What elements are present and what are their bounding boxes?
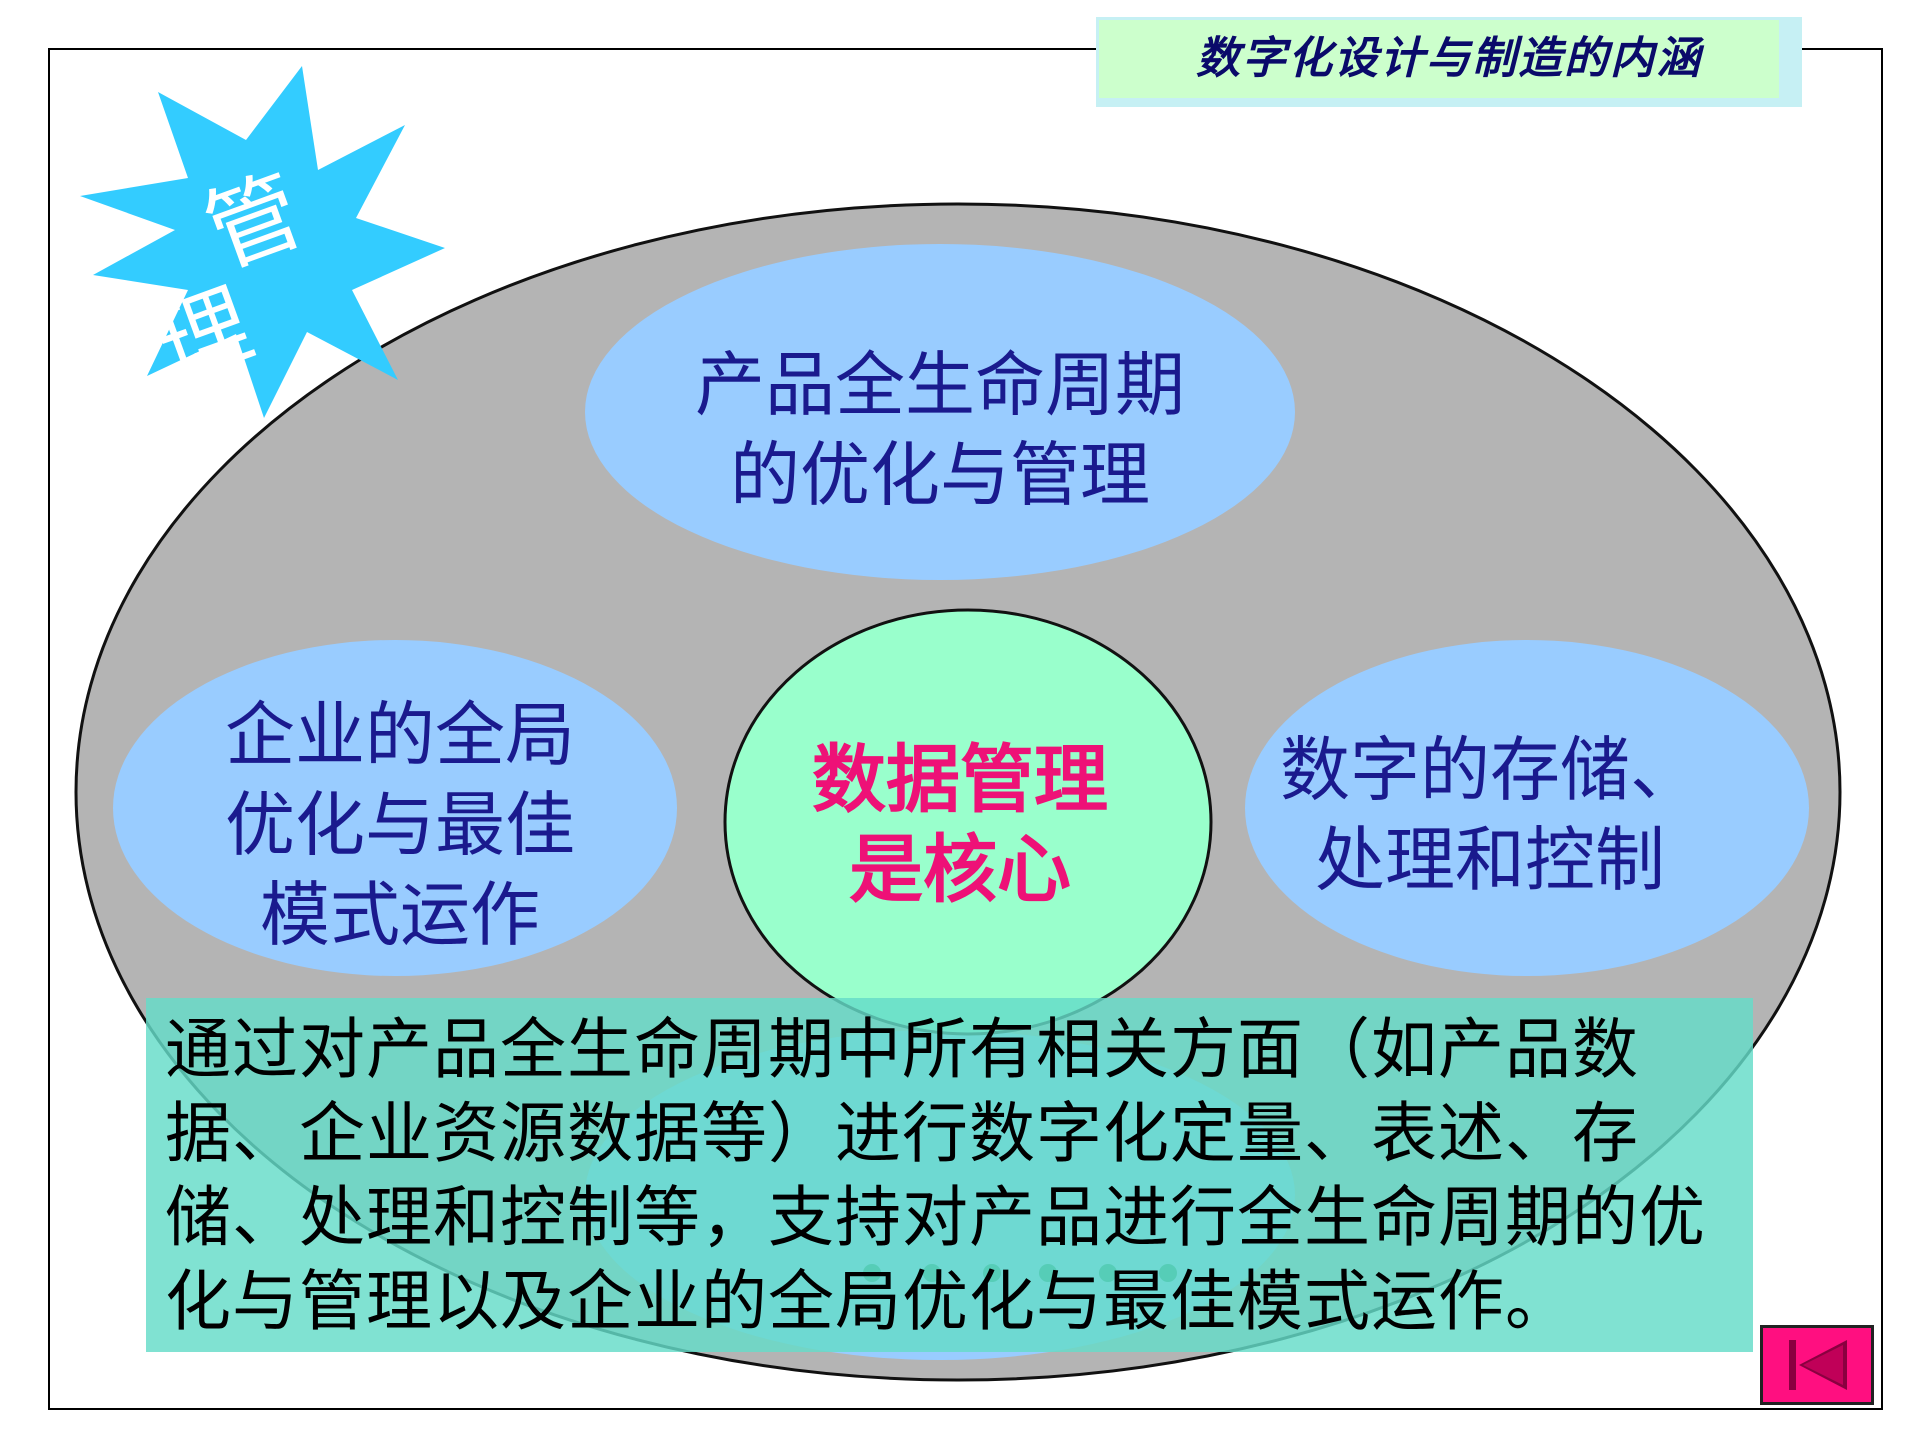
right-label-line-1: 数字的存储、 (1280, 729, 1700, 811)
right-ellipse (1245, 640, 1809, 976)
center-circle-label: 数据管理 是核心 (740, 735, 1180, 915)
left-ellipse-label: 企业的全局 优化与最佳 模式运作 (130, 690, 670, 960)
center-label-line-2: 是核心 (849, 827, 1071, 913)
top-label-line-2: 的优化与管理 (730, 434, 1150, 516)
description-text: 通过对产品全生命周期中所有相关方面（如产品数据、企业资源数据等）进行数字化定量、… (165, 1011, 1706, 1340)
left-label-line-1: 企业的全局 (225, 694, 575, 776)
left-ellipse (113, 640, 677, 976)
slide-title: 数字化设计与制造的内涵 (1196, 33, 1702, 84)
title-highlight (1099, 20, 1779, 98)
back-to-start-icon (1789, 1340, 1847, 1390)
description-box (146, 998, 1753, 1352)
top-label-line-1: 产品全生命周期 (695, 344, 1185, 426)
right-label-line-2: 处理和控制 (1315, 819, 1665, 901)
right-ellipse-label: 数字的存储、 处理和控制 (1260, 725, 1720, 905)
center-label-line-1: 数据管理 (812, 737, 1108, 823)
left-label-line-3: 模式运作 (260, 874, 540, 956)
left-label-line-2: 优化与最佳 (225, 784, 575, 866)
top-ellipse (585, 244, 1295, 580)
top-ellipse-label: 产品全生命周期 的优化与管理 (600, 340, 1280, 520)
starburst-shape (80, 66, 445, 418)
back-to-start-button[interactable] (1760, 1325, 1874, 1405)
slide-frame (48, 48, 1883, 1410)
